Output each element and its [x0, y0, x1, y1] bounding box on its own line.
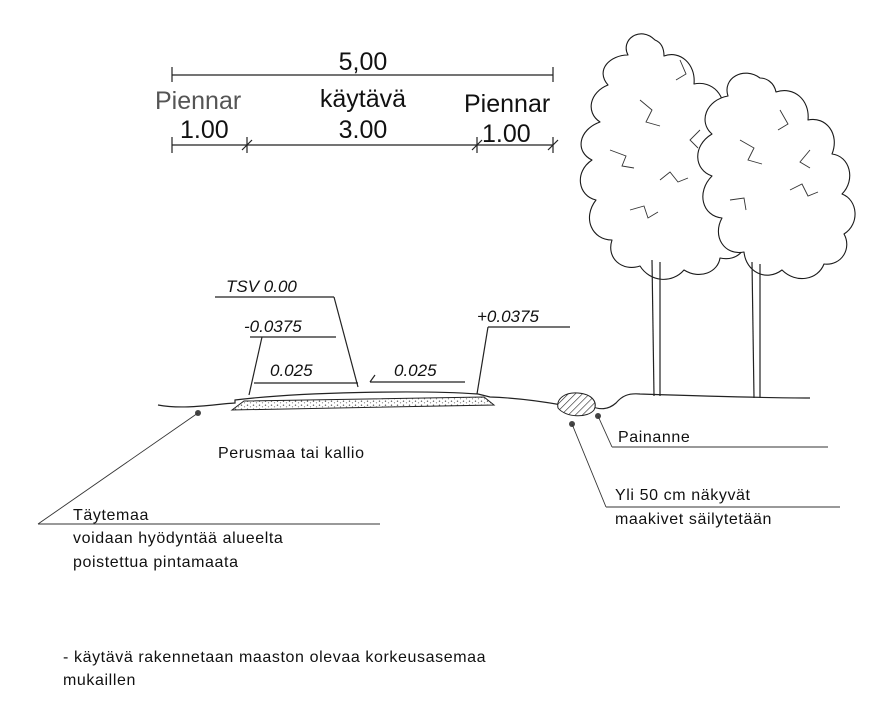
depression-label: Painanne	[618, 429, 690, 446]
ground-line-right	[589, 393, 811, 410]
stones-label-line1: Yli 50 cm näkyvät	[615, 487, 751, 504]
pavement-layer	[230, 396, 496, 411]
segment-slash-3	[471, 139, 483, 151]
footnote-line1: - käytävä rakennetaan maaston olevaa kor…	[63, 649, 486, 666]
edge-right-leader	[476, 326, 489, 395]
tsv-level-label: TSV 0.00	[226, 277, 297, 296]
stones-leader	[571, 423, 607, 508]
tree-right-crown	[697, 72, 856, 280]
tree-left-trunk-a	[651, 259, 655, 397]
shoulder-left-value: 1.00	[180, 116, 229, 144]
edge-left-leader	[248, 336, 263, 396]
tree-right-trunk-a	[751, 261, 755, 399]
footnote: - käytävä rakennetaan maaston olevaa kor…	[63, 649, 486, 689]
fill-leader	[37, 412, 199, 525]
footnote-line2: mukaillen	[63, 672, 136, 689]
ground-line-left	[157, 391, 563, 408]
edge-right-level-label: +0.0375	[477, 307, 539, 326]
boulder	[557, 392, 596, 417]
tree-right	[697, 72, 856, 399]
segment-slash-4	[547, 139, 559, 151]
tree-right-branches	[729, 109, 819, 211]
segment-slash-2	[241, 139, 253, 151]
shoulder-left-label: Piennar	[155, 87, 241, 115]
total-width-label: 5,00	[339, 48, 388, 76]
callouts: Perusmaa tai kallio Täytemaa voidaan hyö…	[37, 410, 840, 571]
slope-right-hook	[369, 374, 376, 383]
subgrade-label: Perusmaa tai kallio	[218, 445, 365, 462]
walkway-label: käytävä	[320, 85, 406, 113]
stones-label-line2: maakivet säilytetään	[615, 511, 772, 528]
walkway-value: 3.00	[339, 116, 388, 144]
tsv-leader	[333, 296, 359, 388]
slope-right-label: 0.025	[394, 361, 437, 380]
depression-leader	[597, 415, 613, 448]
slope-left-label: 0.025	[270, 361, 313, 380]
fill-label-line1: Täytemaa	[73, 507, 149, 524]
level-annotations: TSV 0.00 -0.0375 0.025 0.025 +0.0375	[215, 277, 570, 396]
edge-left-level-label: -0.0375	[244, 317, 302, 336]
fill-label-line2: voidaan hyödyntää alueelta	[73, 530, 283, 547]
shoulder-right-value: 1.00	[482, 120, 531, 148]
tree-left-branches	[609, 59, 701, 219]
shoulder-right-label: Piennar	[464, 90, 550, 118]
ground-profile	[157, 391, 811, 417]
fill-label-line3: poistettua pintamaata	[73, 554, 239, 571]
dimension-chain: 5,00 Piennar käytävä Piennar 1.00 3.00 1…	[155, 48, 559, 153]
